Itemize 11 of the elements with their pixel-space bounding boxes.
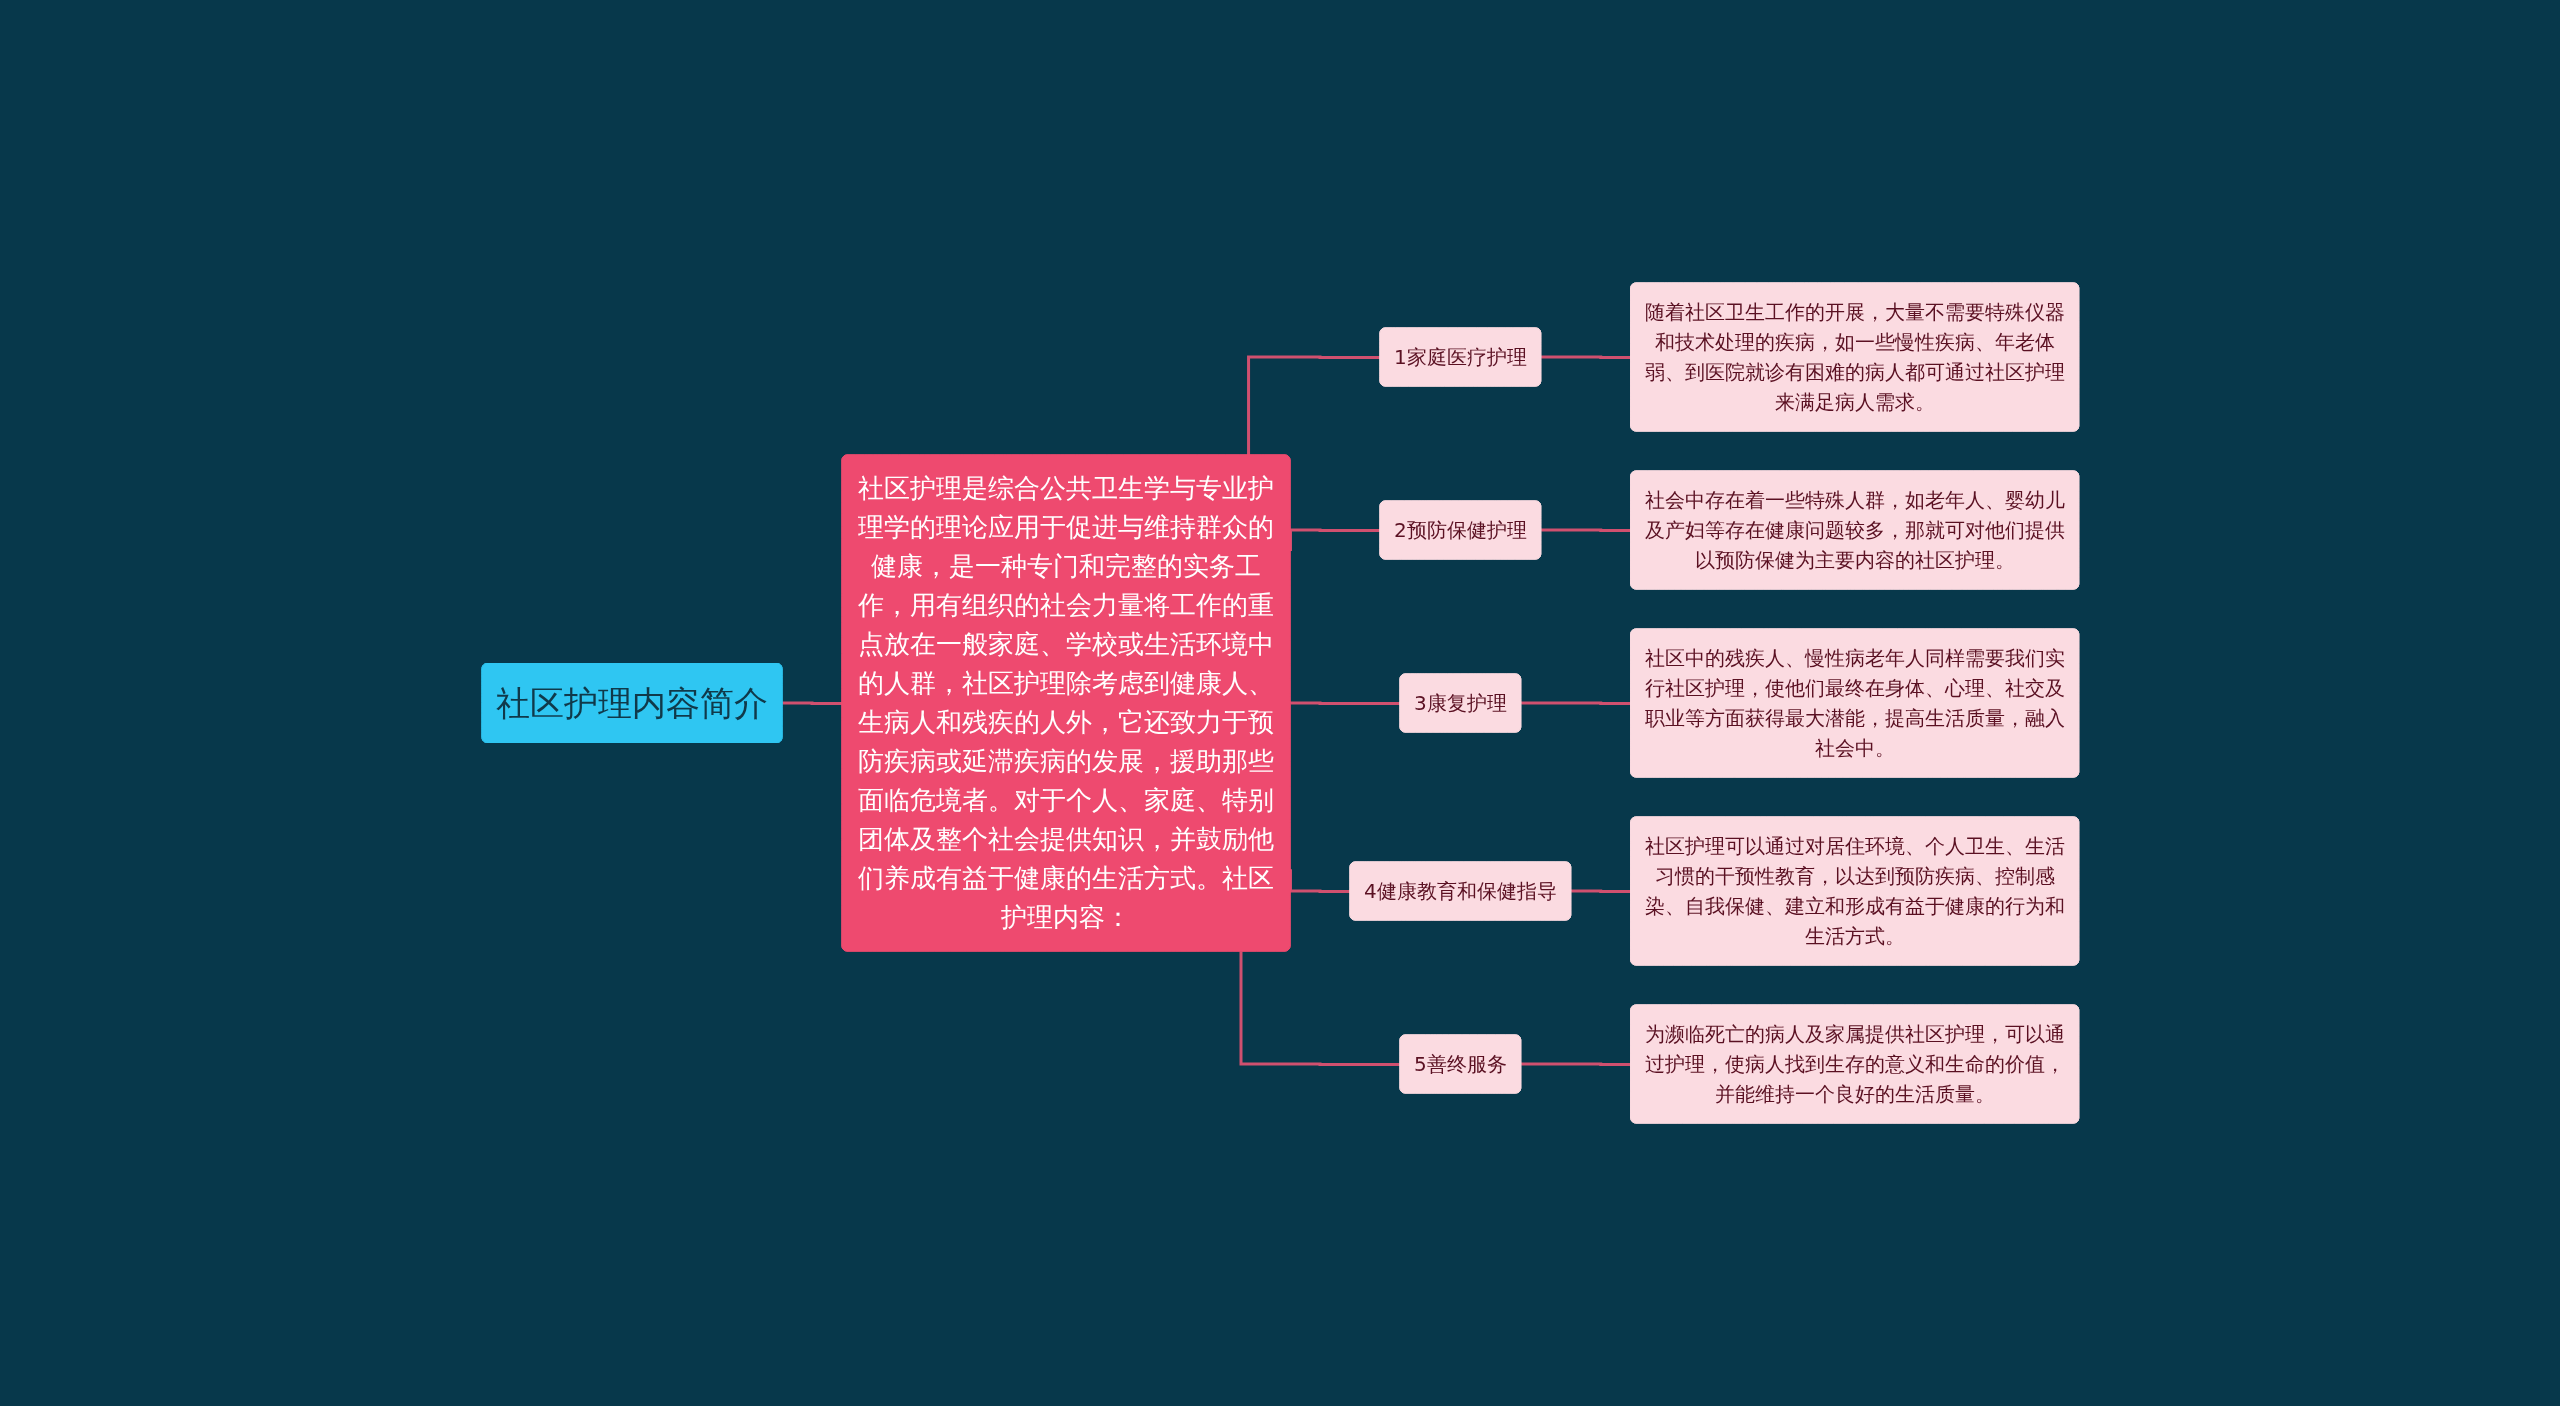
connector	[780, 701, 843, 705]
connector	[1288, 869, 1351, 893]
connector	[1539, 355, 1631, 359]
connector	[1569, 889, 1631, 893]
connector	[1539, 528, 1631, 532]
connector	[1519, 701, 1631, 705]
connector	[1288, 528, 1381, 551]
connector	[1246, 355, 1381, 456]
connector	[1519, 1062, 1631, 1066]
connector	[1239, 951, 1401, 1066]
connector	[1288, 701, 1401, 705]
